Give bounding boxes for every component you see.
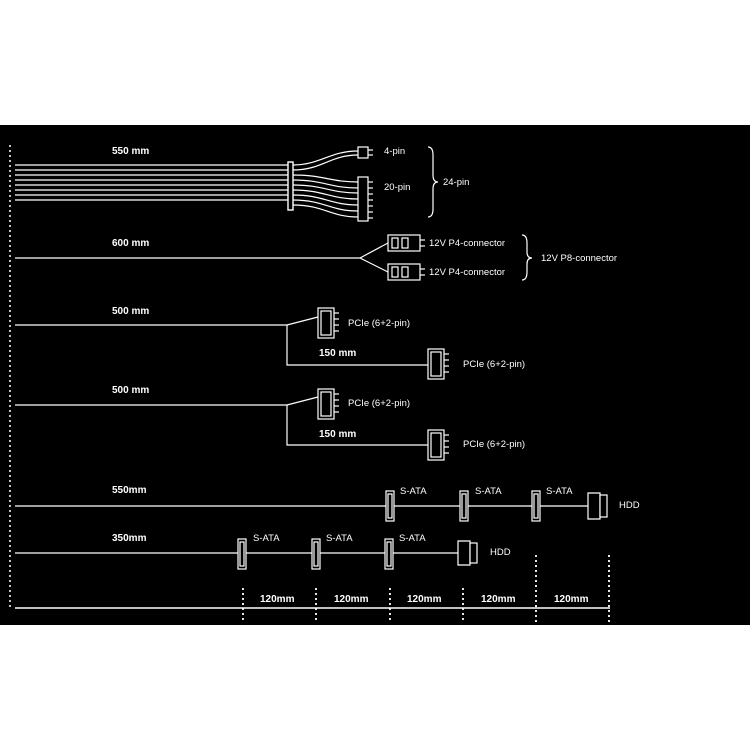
- connector-p4-a-label: 12V P4-connector: [429, 238, 506, 249]
- scale-label-2: 120mm: [334, 594, 369, 605]
- cable-pcie-1-wires: [15, 307, 449, 380]
- brace-24pin: [427, 146, 439, 218]
- connector-4pin-label: 4-pin: [384, 146, 406, 157]
- scale-label-5: 120mm: [554, 594, 589, 605]
- connector-pcie-2b-label: PCIe (6+2-pin): [463, 439, 526, 450]
- cable-pcie-2-length: 500 mm: [112, 385, 150, 396]
- connector-20pin-label: 20-pin: [384, 182, 411, 193]
- cable-diagram-lines: [9, 145, 610, 622]
- connector-hdd-1-label: HDD: [619, 500, 640, 511]
- scale-label-3: 120mm: [407, 594, 442, 605]
- connector-pcie-2a-label: PCIe (6+2-pin): [348, 398, 411, 409]
- connector-sata-1c-label: S-ATA: [546, 486, 573, 497]
- scale-label-1: 120mm: [260, 594, 295, 605]
- connector-sata-2a-label: S-ATA: [253, 533, 280, 544]
- cable-sata-1-length: 550mm: [112, 485, 147, 496]
- group-24pin-label: 24-pin: [443, 177, 470, 188]
- branch-pcie-2-length: 150 mm: [319, 429, 357, 440]
- cable-sata-2-wires: [15, 538, 478, 570]
- cable-diagram: 550 mm 4-pin 20-pin 24-pin 600 mm 12V P4…: [0, 125, 750, 625]
- connector-p4-b-label: 12V P4-connector: [429, 267, 506, 278]
- cable-pcie-1-length: 500 mm: [112, 306, 150, 317]
- connector-sata-2c-label: S-ATA: [399, 533, 426, 544]
- group-p8-label: 12V P8-connector: [541, 253, 618, 264]
- connector-pcie-1b-label: PCIe (6+2-pin): [463, 359, 526, 370]
- cable-24pin-wires: [15, 146, 439, 222]
- cable-sata-1-wires: [15, 490, 608, 522]
- scale-bar: [15, 555, 610, 622]
- scale-label-4: 120mm: [481, 594, 516, 605]
- connector-sata-1b-label: S-ATA: [475, 486, 502, 497]
- connector-pcie-1a-label: PCIe (6+2-pin): [348, 318, 411, 329]
- cable-pcie-2-wires: [15, 388, 449, 461]
- connector-hdd-2-label: HDD: [490, 547, 511, 558]
- branch-pcie-1-length: 150 mm: [319, 348, 357, 359]
- cable-24pin-length: 550 mm: [112, 146, 150, 157]
- connector-sata-1a-label: S-ATA: [400, 486, 427, 497]
- cable-p8-length: 600 mm: [112, 238, 150, 249]
- cable-p8-wires: [15, 234, 533, 281]
- cable-sata-2-length: 350mm: [112, 533, 147, 544]
- brace-p8: [521, 234, 533, 281]
- connector-sata-2b-label: S-ATA: [326, 533, 353, 544]
